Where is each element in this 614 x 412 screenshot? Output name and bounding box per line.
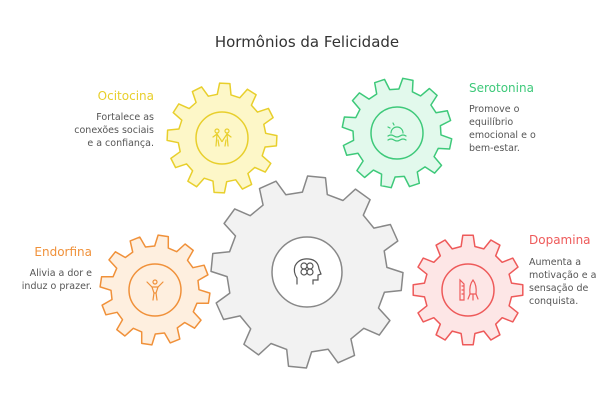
- serotonina-description: Promove o equilíbrio emocional e o bem-e…: [469, 103, 536, 155]
- desc-line: emocional e o: [469, 130, 536, 141]
- rocket-ruler-icon: [459, 278, 479, 301]
- desc-line: induz o prazer.: [21, 281, 92, 292]
- desc-line: conexões sociais: [74, 125, 154, 136]
- desc-line: Promove o: [469, 104, 520, 115]
- gear-hub: [370, 106, 424, 160]
- endorfina-gear: [99, 234, 211, 346]
- dopamina-label: Dopamina: [529, 233, 591, 247]
- cheering-person-icon: [146, 279, 164, 301]
- desc-line: equilíbrio: [469, 117, 514, 128]
- desc-line: e a confiança.: [87, 138, 154, 149]
- serotonina-gear: [341, 77, 453, 189]
- gear-hub: [441, 263, 495, 317]
- diagram-title: Hormônios da Felicidade: [214, 33, 400, 51]
- ocitocina-description: Fortalece as conexões sociais e a confia…: [74, 111, 154, 150]
- brain-clover-icon: [293, 258, 322, 285]
- dopamina-gear: [412, 234, 524, 346]
- endorfina-description: Alivia a dor e induz o prazer.: [22, 267, 92, 293]
- gear-hub: [195, 111, 249, 165]
- serotonina-label: Serotonina: [469, 81, 534, 95]
- desc-line: sensação de: [529, 283, 589, 294]
- desc-line: conquista.: [529, 296, 579, 307]
- desc-line: Alivia a dor e: [29, 268, 92, 279]
- ocitocina-label: Ocitocina: [97, 89, 154, 103]
- people-holding-hands-icon: [212, 128, 232, 147]
- ocitocina-gear: [166, 82, 278, 194]
- gear-hub: [128, 263, 182, 317]
- endorfina-label: Endorfina: [34, 245, 92, 259]
- desc-line: Fortalece as: [96, 112, 154, 123]
- sunset-sea-icon: [387, 122, 407, 142]
- desc-line: bem-estar.: [469, 143, 520, 154]
- desc-line: Aumenta a: [529, 257, 582, 268]
- desc-line: motivação e a: [529, 270, 597, 281]
- dopamina-description: Aumenta a motivação e a sensação de conq…: [529, 256, 596, 308]
